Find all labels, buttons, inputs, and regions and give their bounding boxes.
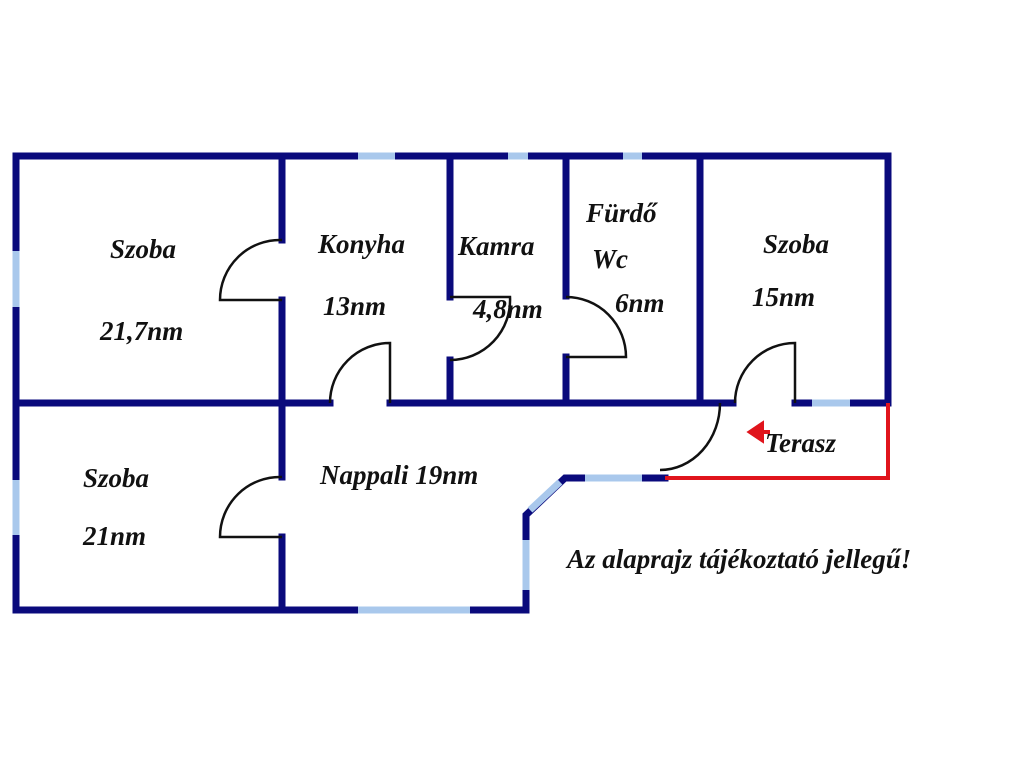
windows xyxy=(12,152,850,614)
room-name-szoba-2: Szoba xyxy=(763,229,829,259)
entrance-arrow-icon xyxy=(746,420,770,444)
disclaimer-note: Az alaprajz tájékoztató jellegű! xyxy=(565,544,911,574)
walls xyxy=(12,152,892,614)
room-name-szoba-3: Szoba xyxy=(83,463,149,493)
doors xyxy=(218,238,797,539)
room-area-furdo: 6nm xyxy=(615,288,665,318)
room-area-kamra: 4,8nm xyxy=(472,294,543,324)
terrace-outline xyxy=(665,403,890,480)
room-name-terasz: Terasz xyxy=(765,428,837,458)
room-name-wc: Wc xyxy=(592,244,628,274)
room-area-konyha: 13nm xyxy=(323,291,386,321)
room-area-szoba-2: 15nm xyxy=(752,282,815,312)
room-name-furdo: Fürdő xyxy=(585,198,658,228)
room-name-szoba-1: Szoba xyxy=(110,234,176,264)
room-area-szoba-3: 21nm xyxy=(82,521,146,551)
room-area-szoba-1: 21,7nm xyxy=(99,316,183,346)
room-name-konyha: Konyha xyxy=(317,229,405,259)
room-label-nappali: Nappali 19nm xyxy=(319,460,478,490)
room-name-kamra: Kamra xyxy=(457,231,535,261)
